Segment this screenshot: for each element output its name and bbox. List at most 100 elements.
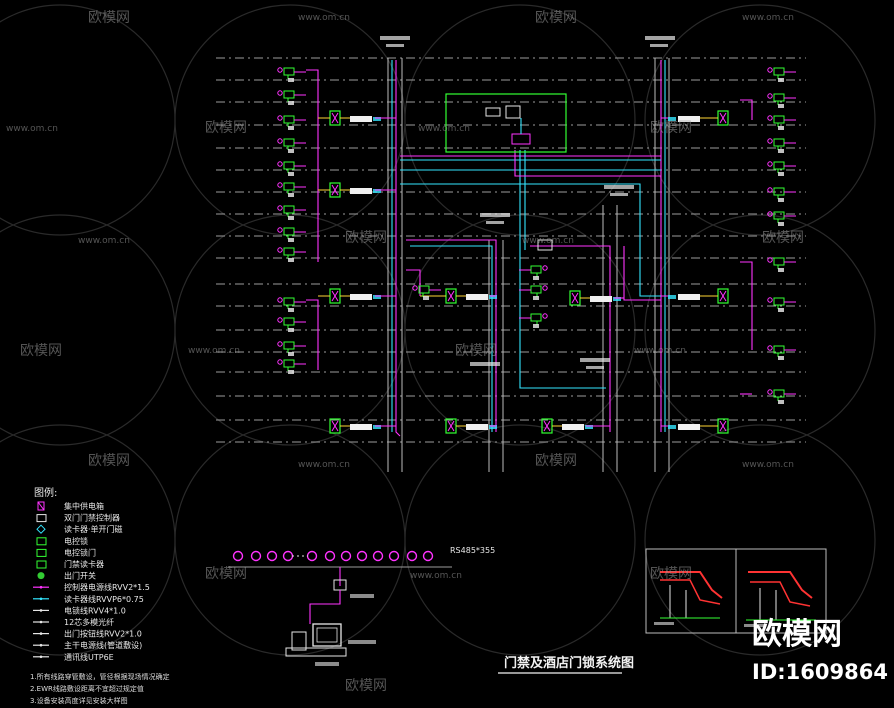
drawing-title: 门禁及酒店门锁系统图 (504, 655, 634, 671)
legend-symbol-icon (36, 537, 47, 546)
door-device-groups (277, 67, 796, 434)
management-computer-icon (312, 623, 342, 647)
legend-row: 出门按钮线RVV2*1.0 (33, 629, 142, 639)
bus-row: RS485*355 (228, 546, 495, 666)
legend-row: 控制器电源线RVV2*1.5 (33, 582, 150, 592)
legend-label: 主干电源线(管道敷设) (64, 640, 142, 650)
watermark-url: www.om.cn (742, 13, 794, 23)
watermark-brand: 欧模网 (650, 566, 692, 582)
legend-symbol-icon (33, 597, 49, 601)
door-reader-icon (530, 285, 542, 294)
legend-symbol-icon (33, 609, 49, 612)
door-cluster (767, 115, 796, 130)
door-reader-icon (283, 182, 295, 191)
legend-label: 双门门禁控制器 (64, 513, 120, 523)
legend-label: 出门开关 (64, 571, 96, 581)
legend-symbol-icon (37, 572, 45, 580)
door-cluster (519, 313, 548, 328)
detail-view-right (735, 548, 827, 634)
legend-label: 控制器电源线RVV2*1.5 (64, 582, 150, 592)
legend-symbol-icon (37, 501, 45, 511)
legend-row: 电控锁 (36, 536, 88, 546)
bus-reader-circle (422, 550, 434, 562)
door-cluster (277, 359, 306, 374)
watermark-brand: 欧模网 (205, 120, 247, 136)
watermark-brand: 欧模网 (762, 230, 804, 246)
legend-rows: 集中供电箱双门门禁控制器读卡器·单开门磁电控锁电控锁门门禁读卡器出门开关控制器电… (33, 501, 150, 662)
door-reader-icon (773, 161, 785, 170)
bus-reader-circle (266, 550, 278, 562)
backbone-cables (391, 60, 666, 437)
door-cluster (767, 389, 796, 404)
door-cluster (767, 211, 796, 226)
watermark-circle (644, 214, 876, 446)
legend-symbol-icon (36, 560, 47, 569)
watermark-brand: 欧模网 (535, 10, 577, 26)
bus-reader-circle (250, 550, 262, 562)
bus-reader-circle (306, 550, 318, 562)
watermark-url: www.om.cn (298, 13, 350, 23)
controller-box (466, 294, 488, 300)
shaft-tag-left (380, 36, 410, 40)
door-cluster (519, 265, 548, 280)
door-reader-icon (530, 265, 542, 274)
riser-shafts (387, 58, 670, 472)
watermark-brand: 欧模网 (650, 120, 692, 136)
floor-switch-icon (537, 239, 553, 251)
legend-notes: 1.所有线路穿管敷设，管径根据现场情况确定 2.EWR线路敷设距离不宜超过规定值… (30, 672, 170, 705)
door-reader-icon (283, 227, 295, 236)
door-cluster (767, 67, 796, 82)
bus-reader-circles (232, 550, 434, 562)
controller-box (350, 188, 372, 194)
door-reader-icon (283, 247, 295, 256)
legend-row: 通讯线UTP6E (33, 652, 114, 662)
door-cluster (277, 227, 306, 242)
door-reader-icon (283, 205, 295, 214)
door-cluster (767, 161, 796, 176)
door-cluster (277, 182, 306, 197)
detail-view-left (645, 548, 737, 634)
legend-label: 电控锁 (64, 536, 88, 546)
legend-symbol-icon (33, 620, 49, 624)
watermark-url: www.om.cn (742, 460, 794, 470)
legend-label: 读卡器线RVVP6*0.75 (64, 594, 144, 604)
watermark-texts: 欧模网欧模网欧模网欧模网欧模网欧模网欧模网欧模网欧模网欧模网欧模网欧模网欧模网w… (6, 10, 804, 694)
watermark-brand: 欧模网 (88, 10, 130, 26)
legend-label: 门禁读卡器 (64, 559, 104, 569)
door-reader-icon (773, 138, 785, 147)
control-panel-right (661, 418, 729, 434)
watermark-circle (404, 424, 636, 656)
legend-label: 出门按钮线RVV2*1.0 (64, 629, 142, 639)
legend-label: 读卡器·单开门磁 (64, 524, 123, 534)
legend-heading: 图例: (34, 486, 57, 499)
watermark-brand: 欧模网 (455, 343, 497, 359)
legend-label: 集中供电箱 (64, 501, 104, 511)
door-reader-icon (283, 161, 295, 170)
door-cluster (277, 115, 306, 130)
watermark-circle (644, 4, 876, 236)
door-cluster (767, 257, 796, 272)
note-3: 3.设备安装高度详见安装大样图 (30, 696, 128, 705)
legend-symbol-icon (33, 643, 49, 647)
control-panel (329, 288, 381, 304)
door-cluster (277, 341, 306, 356)
door-reader-icon (283, 359, 295, 368)
door-cluster (277, 205, 306, 220)
bus-reader-circle (282, 550, 294, 562)
door-cluster (277, 90, 306, 105)
control-panel-right (661, 110, 729, 126)
door-reader-icon (773, 115, 785, 124)
legend-row: 电锁线RVV4*1.0 (33, 605, 126, 615)
legend-label: 通讯线UTP6E (64, 652, 114, 662)
control-panel (445, 418, 497, 434)
bus-reader-circle (372, 550, 384, 562)
legend-symbol-icon (36, 548, 47, 557)
legend-row: 出门开关 (37, 571, 96, 581)
server-icon (505, 105, 521, 119)
door-reader-icon (773, 93, 785, 102)
note-2: 2.EWR线路敷设距离不宜超过规定值 (30, 684, 144, 693)
control-panel (329, 182, 381, 198)
legend-row: 集中供电箱 (37, 501, 104, 511)
control-panel-right (661, 288, 729, 304)
legend-symbol-icon (33, 632, 49, 635)
